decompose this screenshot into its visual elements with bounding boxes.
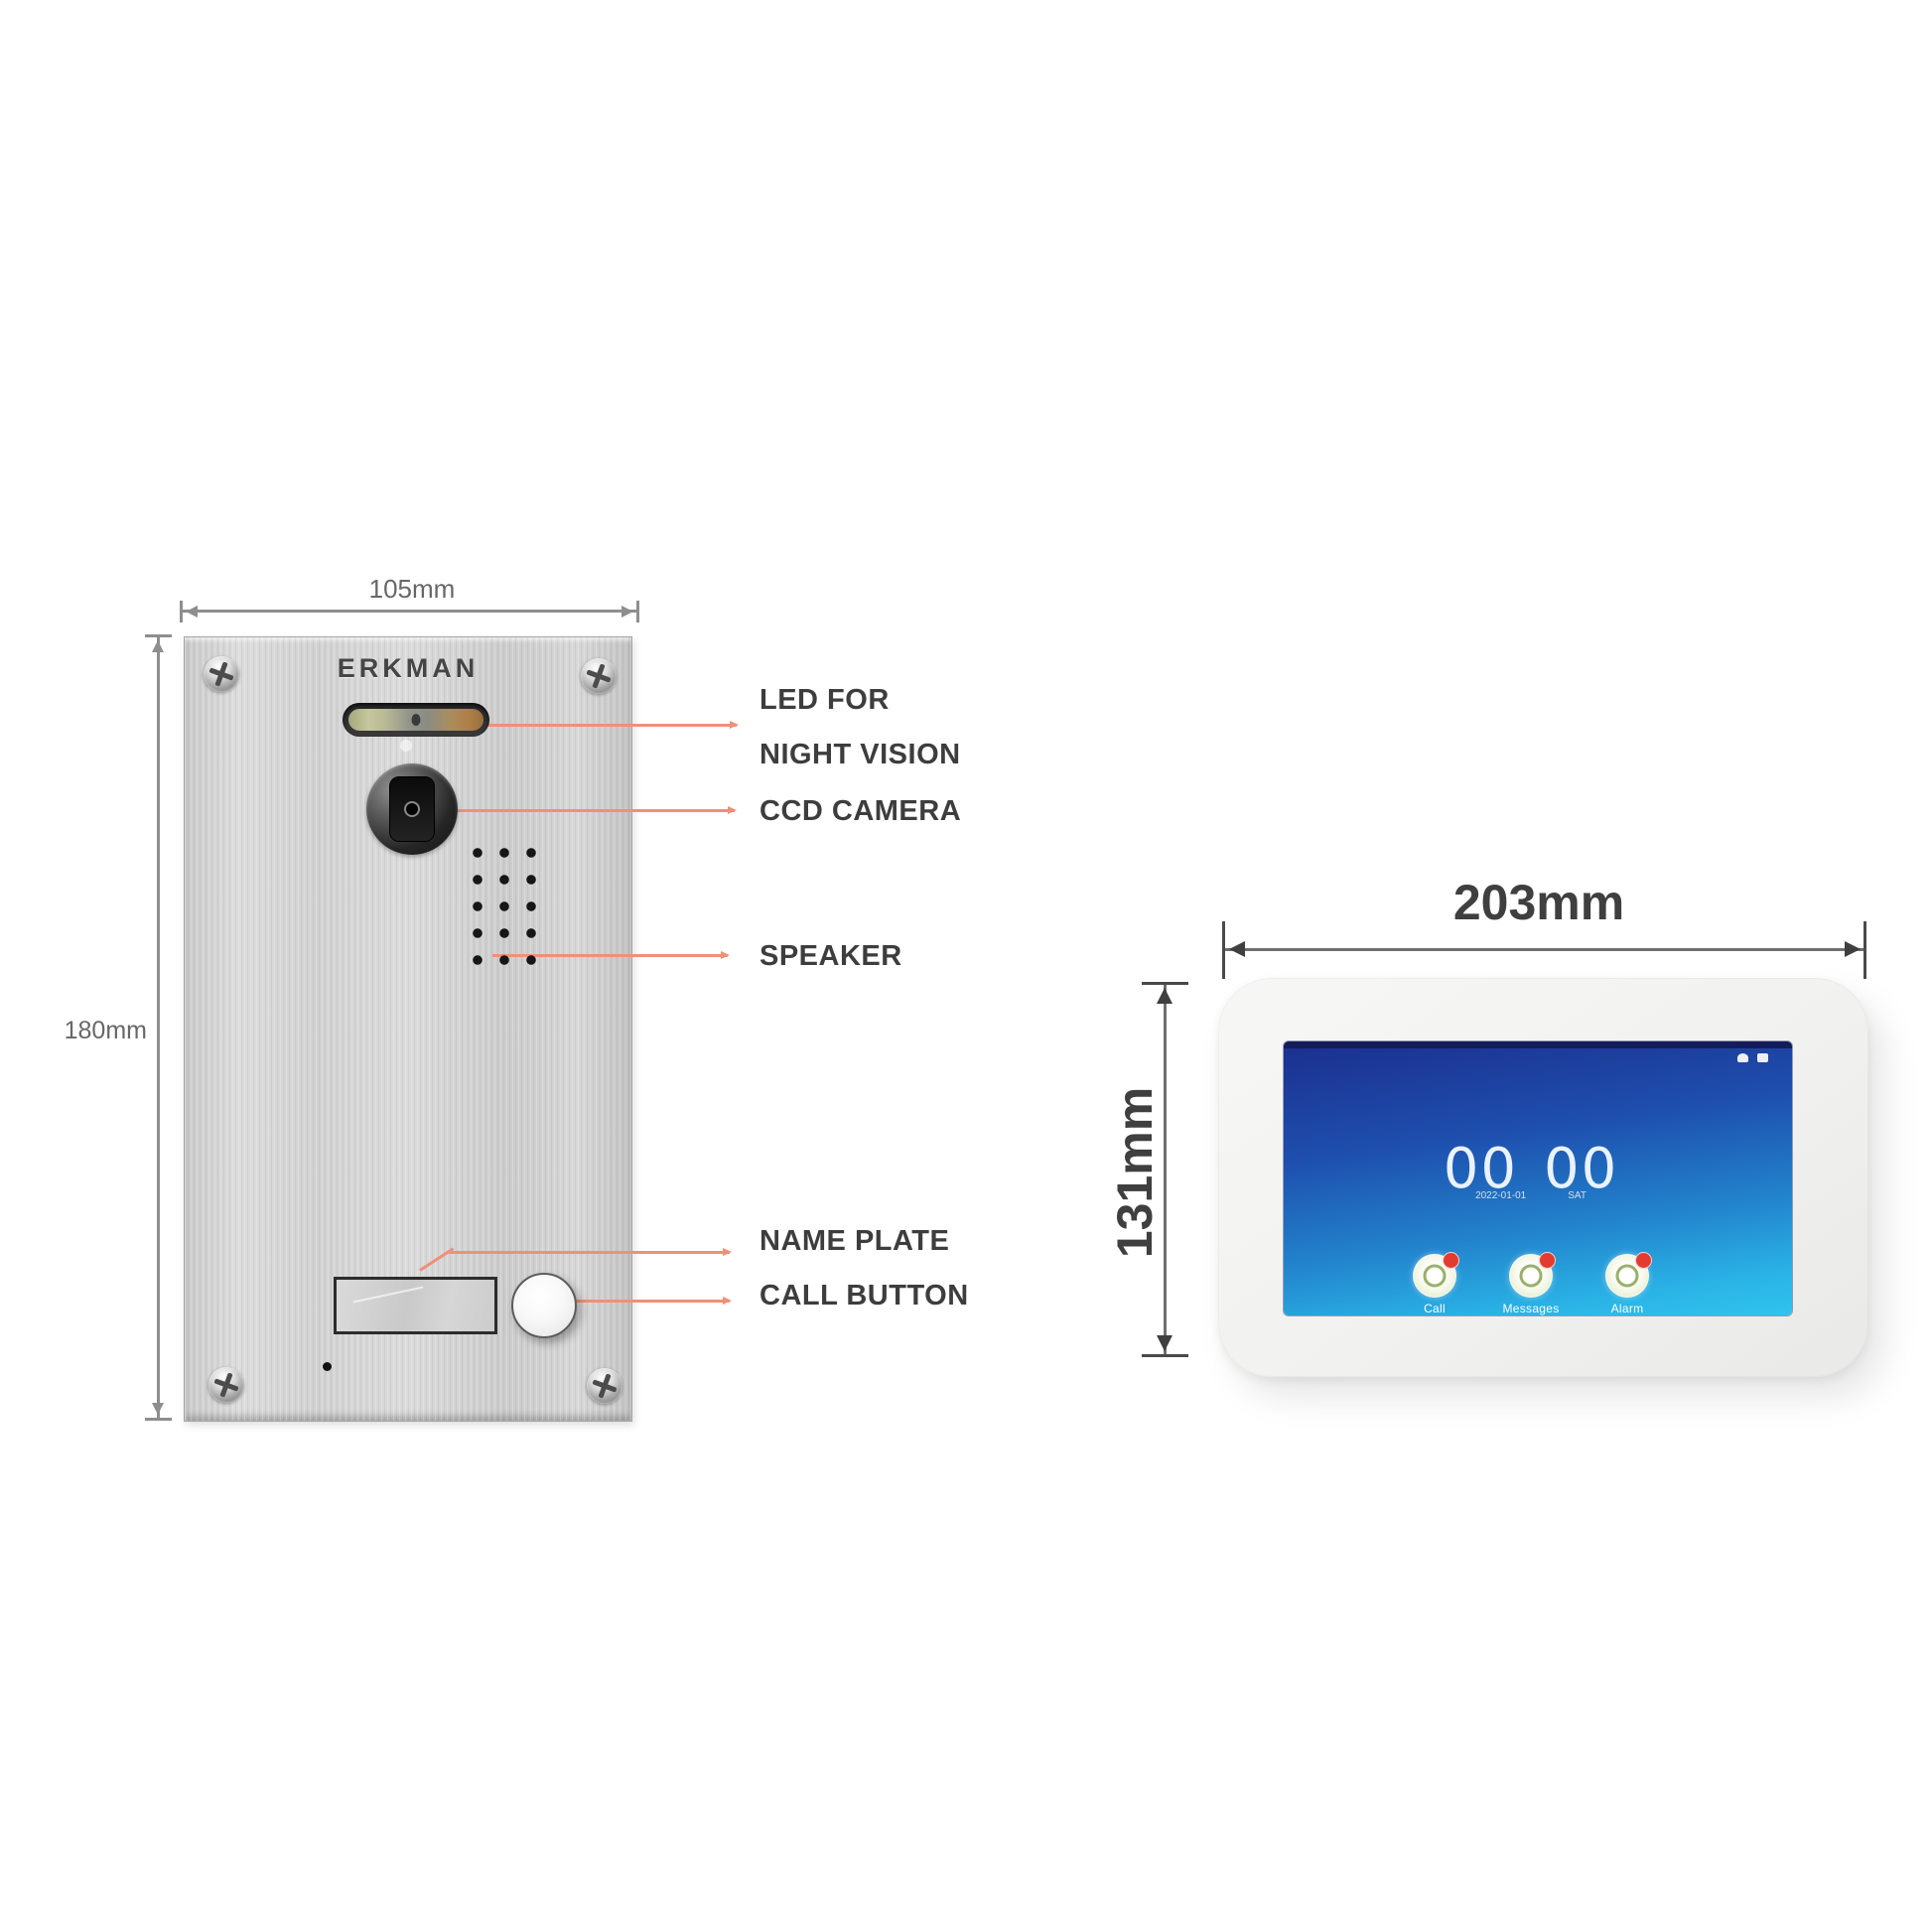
arrow-right-icon: [621, 606, 633, 618]
dimension-line: [1164, 985, 1167, 1356]
call-icon: [1413, 1252, 1459, 1298]
app-call: Call: [1405, 1252, 1464, 1315]
day-text: SAT: [1568, 1190, 1587, 1201]
clock: 00 00: [1284, 1137, 1778, 1201]
dimension-tick: [1222, 921, 1225, 979]
label-ccd-camera: CCD CAMERA: [759, 795, 962, 827]
arrow-left-icon: [1229, 941, 1245, 957]
light-sensor-mark: [400, 740, 412, 752]
dimension-line: [1224, 948, 1866, 951]
callout-line-led: [484, 721, 739, 729]
app-label: Alarm: [1610, 1302, 1644, 1315]
indoor-monitor: 00 00 2022-01-01 SAT Call: [1218, 978, 1868, 1377]
speaker-grille: [464, 839, 545, 974]
app-label: Call: [1424, 1302, 1446, 1315]
dimension-tick: [1142, 1354, 1188, 1357]
door-height-value: 180mm: [64, 1017, 147, 1044]
date-text: 2022-01-01: [1475, 1190, 1527, 1201]
name-plate: [334, 1277, 497, 1334]
label-name-plate: NAME PLATE: [759, 1225, 950, 1257]
app-messages: Messages: [1501, 1252, 1561, 1315]
dimension-tick: [145, 634, 172, 637]
notification-badge: [1443, 1252, 1459, 1269]
arrow-up-icon: [152, 640, 164, 652]
settings-icon: [1757, 1053, 1768, 1062]
notification-badge: [1539, 1252, 1556, 1269]
app-label: Messages: [1502, 1302, 1560, 1315]
link-icon: [1737, 1053, 1748, 1062]
arrow-down-icon: [1157, 1335, 1173, 1351]
screw-icon: [581, 1362, 628, 1410]
monitor-screen: 00 00 2022-01-01 SAT Call: [1284, 1041, 1792, 1315]
arrow-up-icon: [1157, 988, 1173, 1004]
app-alarm: Alarm: [1597, 1252, 1657, 1315]
clock-minutes: 00: [1544, 1137, 1619, 1201]
arrow-left-icon: [186, 606, 198, 618]
dimension-line: [182, 610, 638, 613]
label-led-line1: LED FOR: [759, 684, 890, 716]
door-station-panel: ERKMAN: [184, 636, 632, 1422]
dimension-tick: [1142, 982, 1188, 985]
call-button: [511, 1273, 577, 1338]
status-icons: [1737, 1053, 1768, 1062]
door-width-value: 105mm: [368, 574, 456, 604]
arrow-down-icon: [152, 1403, 164, 1415]
ccd-camera-lens: [389, 776, 435, 842]
monitor-width-value: 203mm: [1452, 875, 1625, 930]
app-shortcuts: Call Messages Alarm: [1284, 1252, 1778, 1315]
brand-logo: ERKMAN: [337, 653, 480, 683]
dimension-line: [157, 636, 160, 1420]
ccd-camera: [366, 763, 458, 855]
messages-icon: [1509, 1252, 1556, 1298]
callout-line-speaker: [492, 951, 730, 959]
dimension-tick: [636, 601, 639, 622]
callout-line-callbutton: [544, 1297, 732, 1305]
callout-line-nameplate: [449, 1248, 732, 1256]
clock-subtext: 2022-01-01 SAT: [1284, 1190, 1778, 1201]
dimension-tick: [180, 601, 183, 622]
dimension-tick: [145, 1418, 172, 1421]
monitor-height-value: 131mm: [1107, 1086, 1163, 1259]
dimension-tick: [1863, 921, 1866, 979]
arrow-right-icon: [1845, 941, 1861, 957]
callout-line-camera: [449, 806, 737, 814]
led-window: [343, 703, 489, 737]
label-speaker: SPEAKER: [759, 940, 902, 972]
label-call-button: CALL BUTTON: [759, 1280, 969, 1311]
alarm-icon: [1605, 1252, 1652, 1298]
label-led-line2: NIGHT VISION: [759, 739, 961, 770]
led-strip: [348, 709, 483, 731]
clock-hours: 00: [1443, 1137, 1518, 1201]
screw-icon: [203, 1361, 250, 1409]
notification-badge: [1635, 1252, 1652, 1269]
microphone-hole: [323, 1362, 332, 1371]
